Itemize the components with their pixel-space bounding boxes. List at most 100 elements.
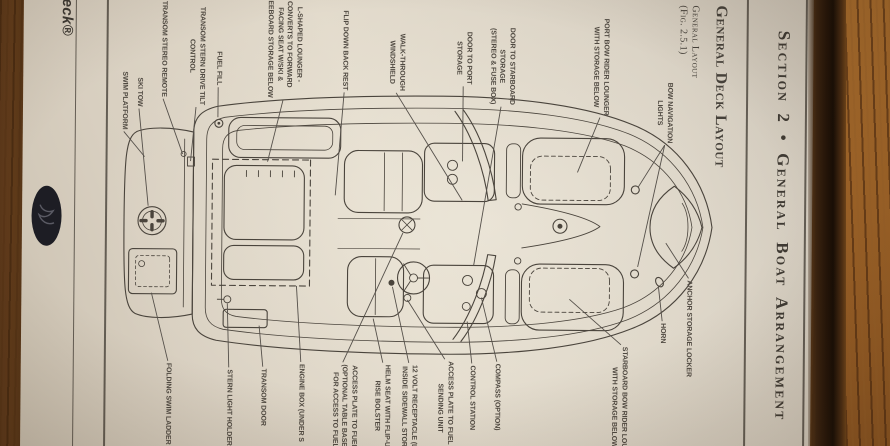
callout-line: TRANSOM DOOR: [259, 368, 267, 426]
callout-line: 12 VOLT RECEPTACLE (L: [410, 364, 418, 446]
stern-sun-pad: [223, 164, 305, 281]
swim-platform: [123, 127, 195, 319]
deck-access-plate: [398, 216, 416, 234]
leader-starboard-bow-rider-lounger: [569, 298, 622, 346]
leader-control-station: [466, 321, 473, 364]
callout-control-station: CONTROL STATION: [467, 365, 477, 430]
callout-line: SWIM PLATFORM: [120, 71, 129, 130]
callout-line: ANCHOR STORAGE LOCKER: [684, 280, 693, 377]
leader-horn: [658, 287, 663, 322]
callout-line: STARBOARD BOW RIDER LOUNGER: [619, 346, 628, 446]
callout-fuel-fill: FUEL FILL: [214, 51, 224, 85]
callout-line: L-SHAPED LOUNGER -: [295, 6, 303, 82]
l-shaped-lounger-bench: [228, 116, 342, 159]
callout-line: BOW NAVIGATION: [665, 82, 674, 144]
callout-line: TRANSOM STEREO REMOTE: [160, 0, 168, 97]
callout-line: ACCESS PLATE TO FUEL TA: [445, 361, 454, 446]
leader-flip-down-back-rest: [334, 92, 345, 196]
callout-line: DOOR TO STARBOARD: [508, 27, 516, 105]
callout-line: STORAGE: [455, 41, 463, 75]
wood-table-surface: [846, 0, 890, 446]
table-edge-shadow: [808, 0, 846, 446]
helm-seat: [346, 255, 405, 318]
callout-line: FOR ACCESS TO FUEL: [330, 372, 339, 446]
callout-folding-swim-ladder: FOLDING SWIM LADDER: [162, 363, 172, 445]
nav-light-port: [630, 185, 640, 195]
callout-compass-option: COMPASS (OPTION): [492, 364, 502, 431]
leader-l-shaped-lounger: [267, 99, 284, 162]
callout-leader-lines: [123, 86, 689, 368]
callout-swim-platform: SWIM PLATFORM: [119, 71, 129, 129]
callout-horn: HORN: [657, 323, 667, 343]
deck-screw-starboard: [514, 257, 522, 265]
callout-ski-tow: SKI TOW: [134, 77, 144, 106]
ski-tow: [137, 206, 167, 236]
callout-line: SKI TOW: [136, 77, 144, 107]
callout-line: HORN: [658, 323, 667, 344]
callout-line: ACCESS PLATE TO FUEL P: [349, 365, 358, 446]
leader-transom-stereo-remote: [162, 98, 184, 155]
callout-line: KNEEBOARD STORAGE BELOW: [266, 0, 275, 98]
leader-helm-seat: [372, 318, 384, 363]
callout-line: CONTROL STATION: [468, 365, 476, 431]
leader-door-to-port-storage: [462, 86, 464, 162]
leader-bow-navigation-lights: [637, 144, 666, 188]
leader-transom-door: [258, 325, 264, 367]
leader-engine-box: [295, 285, 302, 363]
callout-line: WALK-THROUGH: [398, 33, 406, 91]
callout-line: INSIDE SIDEWALL STOR: [400, 366, 409, 446]
callout-line: STERN LIGHT HOLDER: [225, 369, 233, 446]
deck-screw-port: [514, 203, 522, 211]
brand-footer: Sundeck®: [59, 0, 77, 36]
leader-door-to-starboard-storage: [473, 106, 502, 266]
callout-anchor-storage-locker: ANCHOR STORAGE LOCKER: [683, 280, 693, 377]
twelve-volt-receptacle: [388, 279, 395, 286]
callout-access-plate-fuel-pump: ACCESS PLATE TO FUEL P(OPTIONAL TABLE BA…: [329, 364, 359, 446]
leader-port-bow-rider-lounger: [577, 117, 601, 173]
port-console: [423, 142, 496, 203]
nav-light-starboard: [630, 269, 640, 279]
callout-engine-box: ENGINE BOX (UNDER S: [295, 364, 305, 442]
leader-transom-stern-drive-tilt-control: [190, 107, 197, 162]
leader-compass-option: [480, 297, 498, 362]
stereo-remote-unit: [180, 151, 187, 157]
leader-twelve-volt-receptacle: [392, 286, 410, 364]
callout-line: DOOR TO PORT: [465, 31, 473, 85]
leader-access-plate-fuel-tank-sending-unit: [406, 299, 446, 360]
callout-line: WINDSHIELD: [388, 40, 396, 84]
back-to-back-lounger: [343, 149, 424, 214]
cockpit-floor: [337, 216, 421, 302]
boat-deck-diagram: [123, 95, 713, 355]
horn: [655, 276, 664, 288]
starboard-console-dash: [422, 264, 495, 325]
leader-anchor-storage-locker: [665, 242, 689, 279]
callout-transom-door: TRANSOM DOOR: [258, 369, 268, 426]
fuel-sending-unit-plate: [403, 293, 412, 302]
callout-stern-light-holder: STERN LIGHT HOLDER: [223, 369, 233, 445]
leader-ski-tow: [138, 108, 149, 206]
leader-walk-through-windshield: [395, 92, 463, 201]
folding-swim-ladder: [127, 247, 178, 295]
walk-through-windshield: [452, 108, 497, 342]
callout-line: COMPASS (OPTION): [493, 363, 501, 431]
transom-door: [222, 308, 268, 329]
callout-line: PORT BOW RIDER LOUNGER: [601, 18, 610, 116]
callout-line: FUEL FILL: [215, 51, 223, 86]
callout-line: WITH STORAGE BELOW: [610, 367, 619, 446]
callout-line: CONVERTS TO FORWARD: [285, 0, 294, 88]
callout-line: LIGHTS: [656, 100, 664, 126]
leader-swim-platform: [123, 131, 145, 157]
port-bow-lounger: [505, 137, 626, 206]
bow-walkway: [521, 203, 601, 249]
leader-access-plate-fuel-pump: [342, 232, 404, 363]
fuel-fill: [214, 118, 224, 128]
